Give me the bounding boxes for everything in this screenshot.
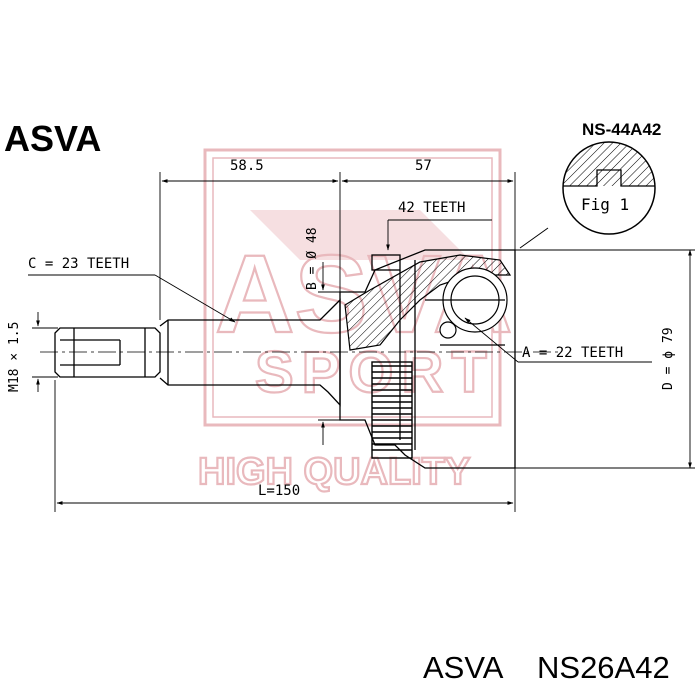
callout-shaft-spline: C = 23 TEETH — [28, 256, 129, 272]
watermark-sub-text: SPORT — [255, 340, 495, 405]
callout-leaders — [28, 219, 652, 363]
shaft-stub — [54, 327, 161, 378]
inner-bell-section — [344, 254, 512, 351]
watermark-quality-text: HIGH QUALITY — [198, 451, 470, 493]
part-number: NS-44A42 — [582, 120, 661, 139]
brand-logo-text: ASVA — [4, 118, 101, 159]
dim-bore-b: B = Ø 48 — [305, 227, 320, 290]
dim-58-5: 58.5 — [230, 158, 264, 174]
callout-abs-teeth: 42 TEETH — [398, 200, 465, 216]
dim-thread: M18 × 1.5 — [7, 322, 22, 392]
dimension-lines — [32, 172, 695, 512]
fig-1-detail: Fig 1 — [519, 141, 656, 249]
fig-label: Fig 1 — [581, 195, 629, 214]
callout-inner-spline: A = 22 TEETH — [522, 345, 623, 361]
footer-brand: ASVA — [423, 650, 504, 685]
dim-diameter-d: D = ϕ 79 — [661, 327, 676, 390]
footer-code: NS26A42 — [537, 650, 670, 685]
dim-57: 57 — [415, 158, 432, 174]
abs-tone-ring — [371, 361, 413, 459]
dim-length: L=150 — [258, 483, 300, 499]
